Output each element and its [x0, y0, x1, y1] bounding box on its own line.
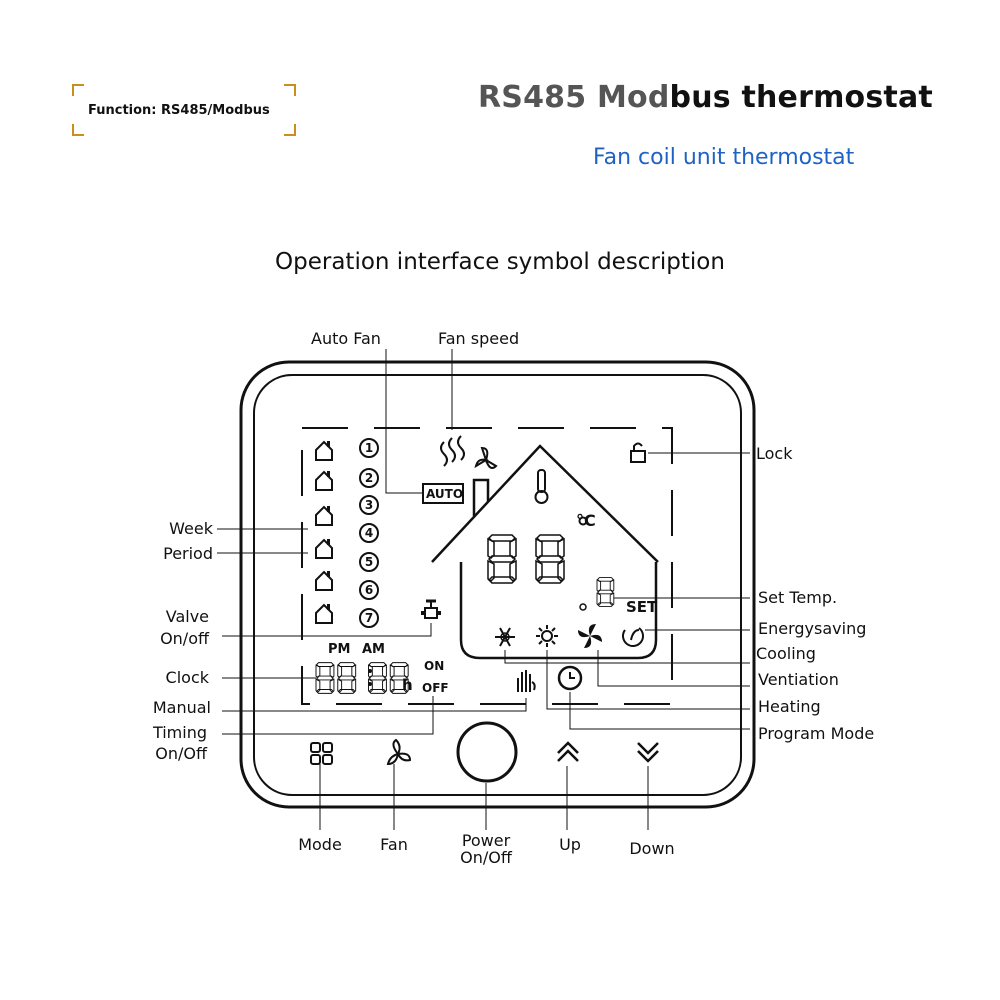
sun-icon: [536, 625, 558, 647]
up-button-icon: [557, 741, 579, 762]
label-lock: Lock: [756, 444, 793, 463]
house-walls: [459, 562, 658, 660]
power-button: [456, 721, 518, 783]
label-manual: Manual: [152, 698, 211, 717]
label-ventiation: Ventiation: [758, 670, 839, 689]
hour-indicator: h: [402, 676, 413, 694]
badge-corner-bl: [72, 124, 84, 136]
label-fan-speed: Fan speed: [438, 329, 520, 348]
label-energysaving: Energysaving: [758, 619, 867, 638]
temp-digit-1: [487, 534, 517, 584]
bezel-inner: [253, 374, 742, 796]
lcd-window: [301, 427, 673, 705]
period-number-4: 4: [364, 526, 374, 540]
label-fan: Fan: [380, 835, 408, 854]
label-down: Down: [629, 839, 675, 858]
auto-indicator: AUTO: [426, 487, 464, 501]
temp-digit-small: [596, 577, 615, 607]
label-power-2: On/Off: [460, 848, 512, 867]
period-number-1: 1: [364, 441, 374, 455]
title-part1: RS485 Mod: [478, 80, 670, 115]
period-house-4: [315, 538, 333, 559]
thermometer-icon: [534, 469, 549, 504]
badge-corner-br: [284, 124, 296, 136]
badge-text: Function: RS485/Modbus: [88, 103, 270, 118]
pm-indicator: PM: [328, 642, 351, 657]
house-chimney: [472, 478, 490, 516]
on-indicator: ON: [424, 659, 445, 673]
clock-icon: [557, 665, 583, 691]
temp-digit-2: [535, 534, 565, 584]
period-number-circles: [359, 438, 379, 628]
badge-corner-tl: [72, 84, 84, 96]
am-indicator: AM: [362, 642, 385, 657]
label-valve-1: Valve: [165, 607, 209, 626]
mode-button-icon: [310, 742, 333, 765]
function-badge: Function: RS485/Modbus: [72, 84, 296, 136]
label-program-mode: Program Mode: [758, 724, 875, 743]
period-number-3: 3: [364, 498, 374, 512]
label-set-temp: Set Temp.: [758, 588, 838, 607]
period-house-1: [315, 440, 333, 461]
period-number-6: 6: [364, 583, 374, 597]
period-house-6: [315, 603, 333, 624]
period-number-2: 2: [364, 471, 374, 485]
snowflake-icon: [495, 627, 515, 647]
period-house-5: [315, 570, 333, 591]
period-number-7: 7: [364, 611, 374, 625]
page-subtitle: Fan coil unit thermostat: [593, 145, 855, 170]
leader-lines: [217, 349, 750, 830]
clock-digit-1: [315, 662, 335, 694]
set-indicator: SET: [626, 598, 658, 616]
fan-speed-icon: [440, 435, 465, 467]
label-timing-2: On/Off: [155, 744, 207, 763]
badge-corner-tr: [284, 84, 296, 96]
house-roof: [431, 444, 659, 563]
ventilation-icon: [578, 624, 602, 648]
label-timing-1: Timing: [152, 723, 207, 742]
celsius-unit: °C: [576, 511, 596, 530]
valve-icon: [421, 599, 441, 619]
off-indicator: OFF: [422, 681, 449, 695]
period-number-5: 5: [364, 555, 374, 569]
period-house-2: [315, 470, 333, 491]
down-button-icon: [637, 742, 659, 763]
page-title: RS485 Modbus thermostat: [478, 80, 933, 115]
clock-digit-2: [337, 662, 357, 694]
label-valve-2: On/off: [160, 629, 209, 648]
label-clock: Clock: [165, 668, 209, 687]
label-cooling: Cooling: [756, 644, 816, 663]
section-title: Operation interface symbol description: [275, 249, 725, 275]
fan-button-icon: [386, 738, 412, 766]
lock-icon: [630, 442, 646, 463]
clock-digit-3: [368, 662, 387, 694]
label-power-1: Power: [461, 831, 511, 850]
label-heating: Heating: [758, 697, 821, 716]
label-auto-fan: Auto Fan: [311, 329, 381, 348]
label-mode: Mode: [298, 835, 342, 854]
fan-blade-icon: [474, 446, 498, 469]
label-week: Week: [169, 519, 213, 538]
title-part2: bus thermostat: [669, 80, 933, 115]
period-house-3: [315, 505, 333, 526]
hand-icon: [517, 670, 536, 692]
label-up: Up: [559, 835, 581, 854]
energysaving-icon: [622, 627, 644, 647]
label-period: Period: [163, 544, 213, 563]
bezel-outer: [239, 360, 756, 809]
